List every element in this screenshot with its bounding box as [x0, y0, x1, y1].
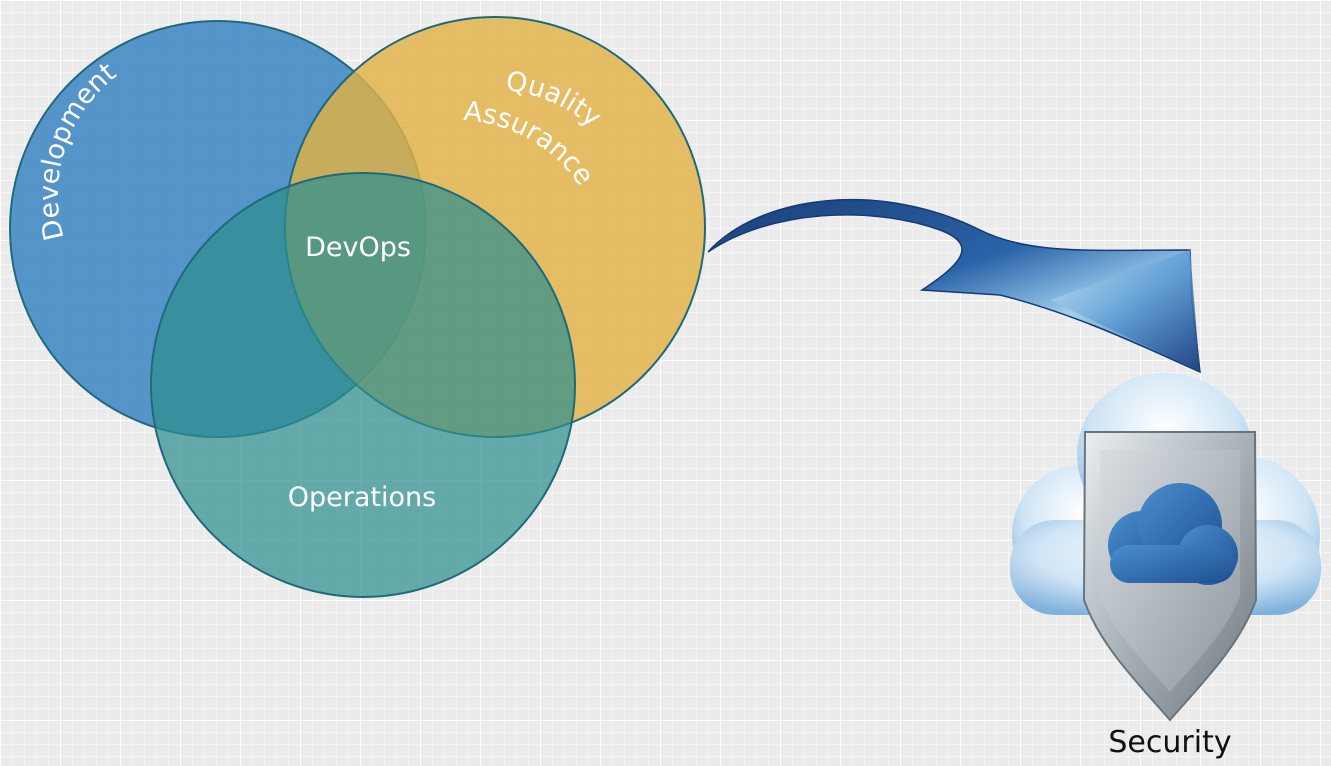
security-label: Security [1108, 725, 1231, 760]
operations-circle [150, 172, 576, 598]
inner-cloud-icon [1108, 483, 1238, 585]
cloud-shield-icon [1010, 373, 1321, 722]
operations-label: Operations [288, 482, 436, 513]
devops-label: DevOps [305, 232, 411, 263]
curved-arrow-icon [707, 199, 1201, 374]
